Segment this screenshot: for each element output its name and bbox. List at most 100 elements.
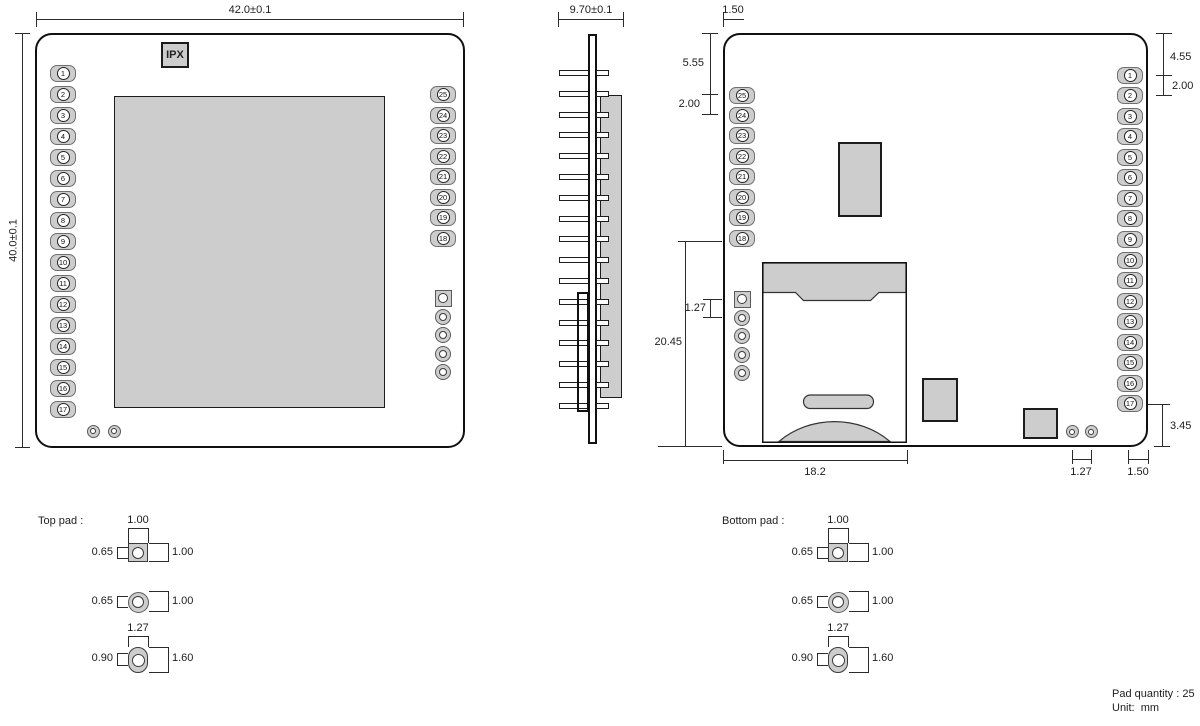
sim-holder-thumb-arc — [777, 421, 892, 443]
detail-square-pad-hole — [132, 546, 144, 559]
pad-23: 23 — [430, 127, 456, 144]
dim-tick — [849, 543, 869, 544]
pad-number: 3 — [56, 108, 70, 122]
pin-lead — [559, 236, 589, 243]
back-mount-hole — [1065, 425, 1079, 438]
dim-tick — [1156, 75, 1172, 76]
dim-line — [723, 460, 907, 461]
pad-20: 20 — [729, 188, 755, 206]
dim-tick — [849, 561, 869, 562]
back-through-hole-pad-hole — [738, 313, 746, 322]
pin-stub — [596, 90, 609, 97]
dim-tick — [117, 665, 128, 666]
dim-label: 2.00 — [678, 98, 700, 110]
dim-tick — [15, 33, 30, 34]
pad-number: 22 — [436, 149, 450, 163]
dim-tick — [623, 12, 624, 27]
front-through-hole-pad-hole — [439, 349, 447, 358]
dim-label: 1.00 — [827, 514, 849, 526]
dim-tick — [117, 596, 118, 608]
pin-lead — [559, 111, 589, 118]
back-through-hole-pad — [734, 346, 750, 363]
pin-stub — [596, 361, 609, 368]
dim-label: 1.00 — [172, 546, 194, 558]
pad-21: 21 — [430, 168, 456, 185]
pad-13: 13 — [50, 316, 76, 334]
pad-number: 20 — [735, 190, 749, 204]
pad-3: 3 — [50, 106, 76, 124]
pad-number: 3 — [1123, 109, 1137, 123]
pad-number: 17 — [56, 402, 70, 416]
dim-tick — [128, 636, 129, 647]
dim-tick — [148, 636, 149, 647]
detail-round-pad-hole — [832, 596, 844, 608]
dim-line — [128, 636, 149, 637]
pad-6: 6 — [1117, 169, 1143, 187]
front-through-hole-pad-hole — [439, 331, 447, 339]
pad-16: 16 — [1117, 374, 1143, 392]
front-mount-hole — [107, 424, 121, 438]
detail-square-pad — [828, 543, 848, 562]
pad-12: 12 — [1117, 292, 1143, 310]
dim-line — [685, 241, 686, 447]
pad-number: 4 — [1123, 130, 1137, 144]
dim-tick — [703, 299, 722, 300]
front-through-hole-pad — [435, 345, 451, 362]
detail-oval-pad — [128, 647, 148, 673]
dim-tick — [36, 12, 37, 27]
dim-tick — [1156, 95, 1172, 96]
pin-stub — [596, 111, 609, 118]
front-through-hole-pad — [435, 327, 451, 343]
dim-line — [1162, 404, 1163, 447]
pin-stub — [596, 298, 609, 305]
dim-label: 1.60 — [172, 652, 194, 664]
sim-card-holder — [762, 262, 907, 443]
pad-7: 7 — [1117, 189, 1143, 207]
dim-line — [559, 19, 624, 20]
dim-label-width: 42.0±0.1 — [228, 4, 272, 16]
pad-12: 12 — [50, 295, 76, 313]
pad-number: 24 — [436, 108, 450, 122]
pad-number: 25 — [436, 88, 450, 101]
dim-line — [22, 33, 23, 448]
pad-number: 1 — [56, 66, 70, 80]
pad-11: 11 — [1117, 272, 1143, 290]
dim-line — [723, 19, 744, 20]
dim-line — [37, 19, 464, 20]
pad-number: 10 — [56, 255, 70, 269]
dim-label: 1.27 — [684, 302, 706, 314]
dim-label: 1.50 — [722, 4, 744, 16]
pad-number: 12 — [56, 297, 70, 311]
dim-label: 1.00 — [172, 595, 194, 607]
pad-7: 7 — [50, 190, 76, 208]
back-component-small-1 — [922, 378, 958, 422]
pin-lead — [559, 215, 589, 222]
back-component-large — [838, 142, 882, 217]
dim-tick — [868, 591, 869, 612]
pin-stub — [596, 236, 609, 243]
dim-label: 1.00 — [872, 546, 894, 558]
pin-lead — [559, 257, 589, 264]
pad-25: 25 — [430, 86, 456, 103]
dim-tick — [117, 558, 128, 559]
pad-number: 2 — [1123, 89, 1137, 103]
front-through-hole-pad-hole — [439, 368, 447, 376]
pad-17: 17 — [1117, 395, 1143, 413]
dim-tick — [149, 647, 169, 648]
pad-13: 13 — [1117, 313, 1143, 331]
detail-square-pad-hole — [832, 546, 844, 559]
front-mount-hole-hole — [90, 428, 96, 434]
pad-number: 9 — [1123, 232, 1137, 246]
pad-15: 15 — [1117, 354, 1143, 372]
dim-label-thickness: 9.70±0.1 — [569, 4, 613, 16]
dim-tick — [849, 611, 869, 612]
pad-22: 22 — [430, 147, 456, 165]
dim-tick — [723, 450, 724, 464]
pad-number: 2 — [56, 87, 70, 101]
dim-line — [1072, 459, 1091, 460]
dim-label: 0.90 — [791, 652, 813, 664]
detail-oval-pad-hole — [131, 653, 145, 667]
pad-21: 21 — [729, 168, 755, 186]
pad-number: 6 — [1123, 171, 1137, 185]
